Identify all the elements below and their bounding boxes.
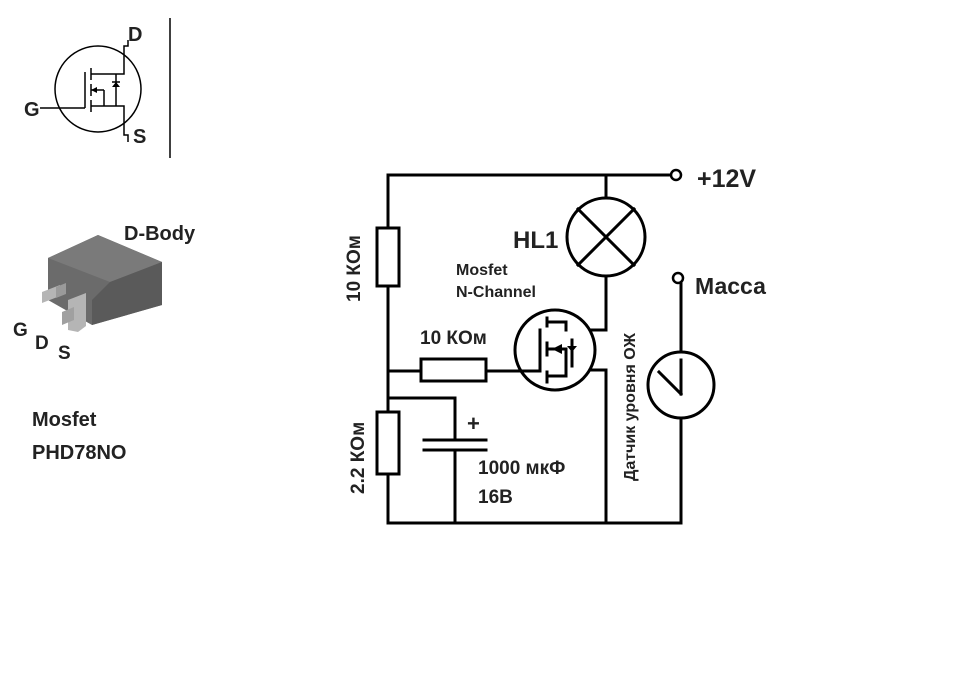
capacitor — [422, 438, 488, 452]
drain-label: D — [128, 24, 142, 46]
mosfet-circuit-icon — [513, 308, 597, 392]
lamp-icon — [565, 196, 647, 278]
supply-terminal — [669, 168, 683, 182]
capacitor-value: 1000 мкФ — [478, 458, 565, 479]
package-body-label: D-Body — [124, 223, 196, 245]
package-name-line2: PHD78NO — [32, 442, 126, 464]
ground-terminal — [671, 271, 685, 285]
resistor-gate-label: 10 КОм — [420, 328, 487, 349]
resistor-top-label: 10 КОм — [344, 235, 365, 302]
capacitor-plus: + — [467, 411, 480, 436]
sensor-icon — [646, 350, 716, 420]
package-name-line1: Mosfet — [32, 409, 97, 431]
mosfet-package: D-Body G D S Mosfet PHD78NO — [13, 223, 196, 464]
circuit-wires — [386, 173, 683, 525]
sensor-label: Датчик уровня ОЖ — [622, 333, 639, 481]
gate-label: G — [24, 99, 40, 121]
resistor-bottom-label: 2.2 КОм — [348, 422, 369, 494]
package-pin-d: D — [35, 333, 49, 354]
mosfet-label-line2: N-Channel — [456, 284, 536, 301]
resistor-bottom — [375, 410, 401, 476]
ground-label: Масса — [695, 273, 766, 299]
package-pin-g: G — [13, 320, 28, 341]
lamp-label: HL1 — [513, 227, 558, 254]
supply-label: +12V — [697, 165, 756, 193]
package-pin-s: S — [58, 343, 71, 364]
resistor-gate — [419, 357, 488, 383]
resistor-top — [375, 226, 401, 288]
capacitor-voltage: 16В — [478, 487, 513, 508]
mosfet-label-line1: Mosfet — [456, 262, 508, 279]
source-label: S — [133, 126, 146, 148]
mosfet-symbol: D G S — [24, 18, 171, 158]
